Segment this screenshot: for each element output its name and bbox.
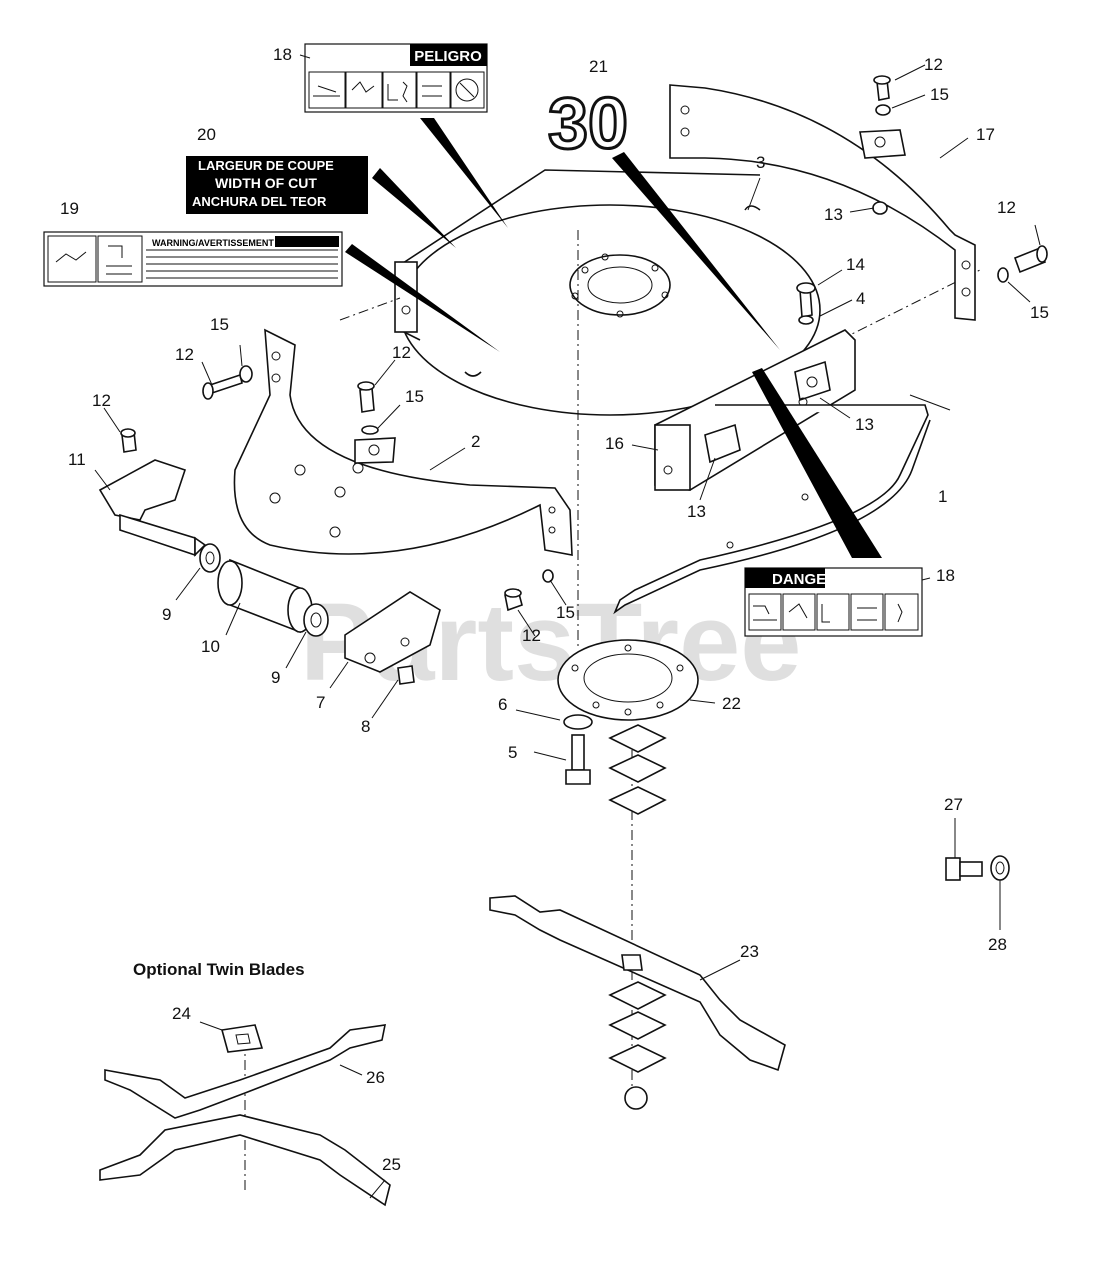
callout-12a: 12 (92, 391, 111, 410)
callout-12e: 12 (997, 198, 1016, 217)
callout-26: 26 (366, 1068, 385, 1087)
callout-14: 14 (846, 255, 865, 274)
decal-danger-header: DANGE (772, 571, 826, 588)
decal-warning[interactable]: WARNING/AVERTISSEMENT (43, 231, 343, 287)
callout-15a: 15 (210, 315, 229, 334)
callout-15c: 15 (556, 603, 575, 622)
hub-plate[interactable] (557, 639, 699, 721)
callout-15d: 15 (930, 85, 949, 104)
callout-15b: 15 (405, 387, 424, 406)
decal-peligro[interactable]: PELIGRO (304, 43, 488, 113)
callout-25: 25 (382, 1155, 401, 1174)
callout-24: 24 (172, 1004, 191, 1023)
section-title: Optional Twin Blades (133, 960, 305, 979)
callout-13b: 13 (855, 415, 874, 434)
callout-3: 3 (756, 153, 765, 172)
washer-9a[interactable] (199, 543, 221, 573)
callout-27: 27 (944, 795, 963, 814)
decal-30[interactable]: 30 (547, 83, 630, 166)
callout-9a: 9 (162, 605, 171, 624)
main-blade[interactable] (489, 895, 786, 1072)
washer-9b[interactable] (303, 603, 329, 637)
decal-width-of-cut[interactable]: LARGEUR DE COUPE WIDTH OF CUT ANCHURA DE… (186, 156, 368, 214)
decal-warning-header: WARNING/AVERTISSEMENT (152, 238, 274, 248)
bolt-27[interactable] (945, 857, 983, 881)
callout-18b: 18 (936, 566, 955, 585)
callout-8: 8 (361, 717, 370, 736)
decal-30-number: 30 (548, 84, 628, 164)
callout-10: 10 (201, 637, 220, 656)
callout-12d: 12 (522, 626, 541, 645)
callout-28: 28 (988, 935, 1007, 954)
adapter-stack[interactable] (608, 724, 667, 1110)
twin-blade-lower[interactable] (99, 1114, 391, 1207)
roller[interactable] (217, 558, 313, 634)
callout-6: 6 (498, 695, 507, 714)
bolts[interactable] (120, 75, 1048, 612)
twin-blade-upper[interactable] (104, 1024, 387, 1119)
leader-lines (94, 54, 1041, 1199)
bolt-5[interactable] (565, 734, 591, 785)
callout-15e: 15 (1030, 303, 1049, 322)
decal-danger-pointer (752, 368, 882, 558)
decal-width-pointer (372, 168, 456, 248)
deck-plate[interactable] (394, 169, 821, 416)
callout-23: 23 (740, 942, 759, 961)
callout-17: 17 (976, 125, 995, 144)
callout-19: 19 (60, 199, 79, 218)
callout-12c: 12 (392, 343, 411, 362)
callout-16: 16 (605, 434, 624, 453)
decal-peligro-header: PELIGRO (414, 48, 482, 65)
callout-1: 1 (938, 487, 947, 506)
washer-6[interactable] (563, 714, 593, 730)
decal-30-pointer (612, 152, 780, 350)
decal-width-line1: LARGEUR DE COUPE (198, 158, 334, 173)
decal-width-line3: ANCHURA DEL TEOR (192, 194, 327, 209)
callout-9b: 9 (271, 668, 280, 687)
callout-22: 22 (722, 694, 741, 713)
callout-12f: 12 (924, 55, 943, 74)
twin-adapter-24[interactable] (220, 1024, 264, 1053)
decal-danger[interactable]: DANGE (744, 567, 923, 637)
decal-width-line2: WIDTH OF CUT (215, 175, 317, 191)
decal-warning-pointer (345, 244, 500, 352)
callout-13a: 13 (824, 205, 843, 224)
roller-bracket[interactable] (98, 459, 207, 557)
callout-20: 20 (197, 125, 216, 144)
dash-right (839, 269, 981, 341)
callout-5: 5 (508, 743, 517, 762)
callout-7: 7 (316, 693, 325, 712)
dash-left (339, 297, 401, 321)
callout-18a: 18 (273, 45, 292, 64)
callout-21: 21 (589, 57, 608, 76)
side-bracket-right[interactable] (654, 329, 856, 491)
nut-28[interactable] (990, 855, 1010, 881)
callout-12b: 12 (175, 345, 194, 364)
callouts: 1 2 3 4 5 6 7 8 9 9 10 11 12 12 12 12 12… (60, 45, 1049, 1174)
callout-4: 4 (856, 289, 865, 308)
rear-baffle[interactable] (669, 84, 976, 321)
skid-rail[interactable] (613, 404, 931, 615)
decal-peligro-pointer (420, 118, 508, 228)
callout-11: 11 (68, 450, 86, 469)
front-baffle[interactable] (233, 328, 573, 556)
callout-13c: 13 (687, 502, 706, 521)
callout-2: 2 (471, 432, 480, 451)
roller-bracket-7[interactable] (344, 591, 441, 685)
